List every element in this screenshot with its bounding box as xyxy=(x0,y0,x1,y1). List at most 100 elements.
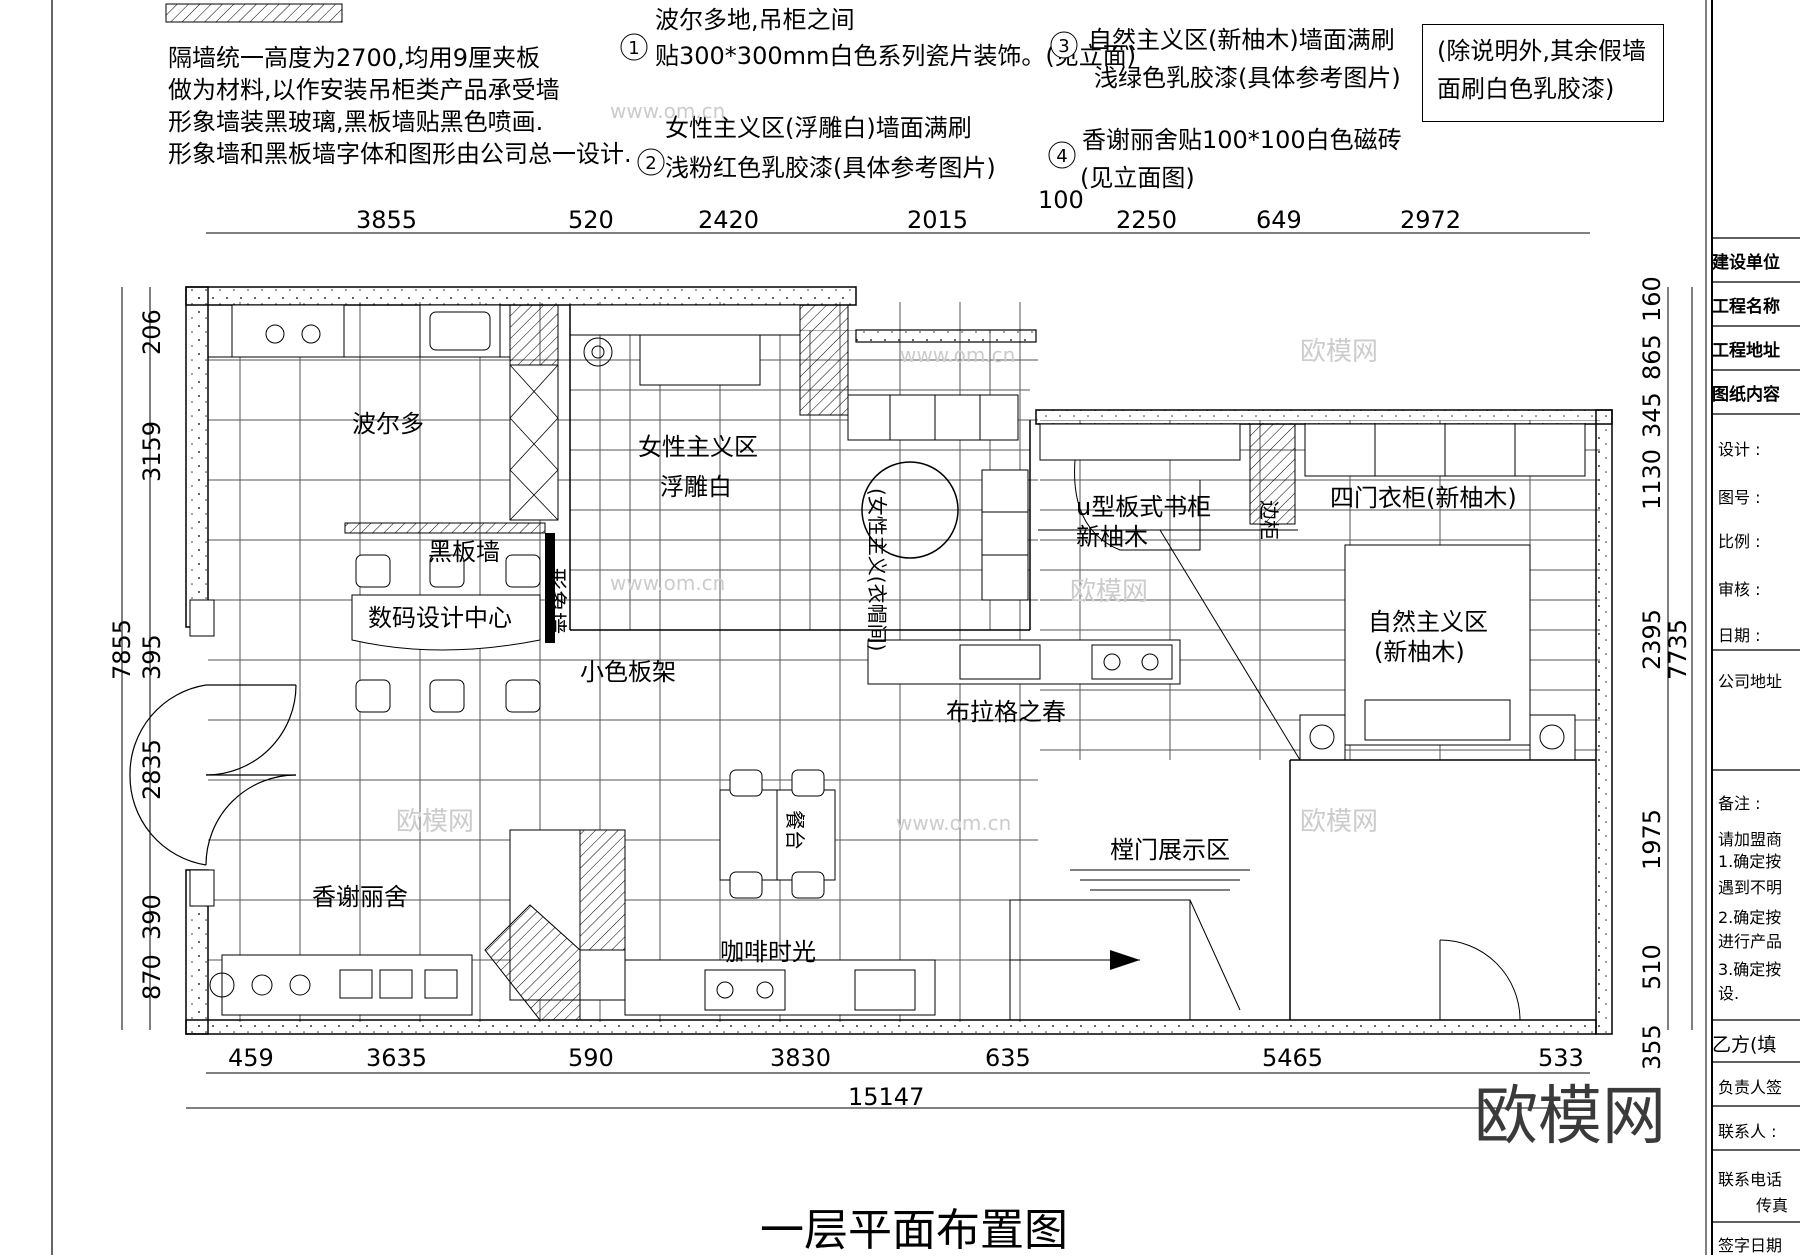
svg-text:3159: 3159 xyxy=(138,421,166,482)
note-3-line2: 浅绿色乳胶漆(具体参考图片) xyxy=(1094,64,1401,92)
svg-text:欧模网: 欧模网 xyxy=(1300,807,1378,837)
label-side-cabinet: 边柜 xyxy=(1257,500,1281,540)
svg-text:5465: 5465 xyxy=(1262,1044,1323,1072)
svg-text:7855: 7855 xyxy=(108,619,136,680)
digital-center-table xyxy=(351,594,541,651)
note-line: 形象墙装黑玻璃,黑板墙贴黑色喷画. xyxy=(168,108,544,136)
west-wall-upper xyxy=(185,286,209,628)
note-marker-4: 4 xyxy=(1048,141,1076,169)
label-digital-center: 数码设计中心 xyxy=(368,604,512,632)
hatched-column xyxy=(509,304,559,366)
image-wall-line xyxy=(545,533,555,643)
svg-text:2835: 2835 xyxy=(138,739,166,800)
svg-text:590: 590 xyxy=(568,1044,614,1072)
svg-text:355: 355 xyxy=(1638,1024,1666,1070)
label-champs: 香谢丽舍 xyxy=(312,883,408,911)
label-natural-sub: (新柚木) xyxy=(1374,638,1465,666)
champs-counter xyxy=(221,954,473,1016)
svg-text:欧模网: 欧模网 xyxy=(1070,577,1148,607)
prague-stove xyxy=(1091,644,1173,680)
south-wall xyxy=(185,1019,1597,1035)
prague-sink xyxy=(959,644,1041,680)
closet-shelf xyxy=(981,469,1029,601)
tb-sign-date: 签字日期 xyxy=(1718,1236,1783,1255)
digital-chairs xyxy=(355,554,541,713)
note-line: 形象墙和黑板墙字体和图形由公司总一设计. xyxy=(168,140,632,168)
svg-text:2250: 2250 xyxy=(1116,206,1177,234)
svg-text:533: 533 xyxy=(1538,1044,1584,1072)
svg-text:2420: 2420 xyxy=(698,206,759,234)
note-4-line1: 香谢丽舍贴100*100白色磁砖 xyxy=(1082,126,1402,154)
tb-design: 设计 : xyxy=(1718,440,1761,459)
tb-project-name: 工程名称 xyxy=(1712,297,1780,317)
watermark-urls: www.om.cn www.om.cn www.om.cn www.om.cn xyxy=(610,99,1015,835)
svg-text:www.om.cn: www.om.cn xyxy=(610,571,725,595)
label-coffee: 咖啡时光 xyxy=(720,938,816,966)
note-line: 做为材料,以作安装吊柜类产品承受墙 xyxy=(168,76,560,104)
cabinet-row xyxy=(847,394,1019,441)
svg-text:欧模网: 欧模网 xyxy=(396,807,474,837)
dim-total: 15147 xyxy=(848,1083,924,1111)
tb-party-b: 乙方(填 xyxy=(1712,1034,1777,1056)
label-image-wall: 形象墙 xyxy=(542,568,567,634)
svg-text:欧模网: 欧模网 xyxy=(1300,337,1378,367)
dimension-lines xyxy=(121,232,1693,1109)
note-line: 隔墙统一高度为2700,均用9厘夹板 xyxy=(168,44,540,72)
general-notes: 隔墙统一高度为2700,均用9厘夹板 做为材料,以作安装吊柜类产品承受墙 形象墙… xyxy=(168,42,632,170)
svg-text:206: 206 xyxy=(138,309,166,355)
title-block-grid xyxy=(1712,237,1800,1223)
svg-text:2015: 2015 xyxy=(907,206,968,234)
tb-rem-line: 遇到不明 xyxy=(1718,878,1783,897)
north-wall-right xyxy=(1035,409,1613,425)
svg-text:459: 459 xyxy=(228,1044,274,1072)
svg-text:2395: 2395 xyxy=(1638,609,1666,670)
svg-text:7735: 7735 xyxy=(1664,619,1692,680)
north-wall-step xyxy=(855,329,1037,343)
label-bordeaux: 波尔多 xyxy=(352,410,424,438)
note-3-line1: 自然主义区(新柚木)墙面满刷 xyxy=(1088,26,1395,54)
note-2-line1: 女性主义区(浮雕白)墙面满刷 xyxy=(665,114,972,142)
side-cabinet-hatch xyxy=(1249,423,1296,525)
svg-text:160: 160 xyxy=(1638,276,1666,322)
sink-bordeaux xyxy=(419,304,501,358)
svg-text:3635: 3635 xyxy=(366,1044,427,1072)
svg-text:www.om.cn: www.om.cn xyxy=(610,99,725,123)
tb-rem-line: 2.确定按 xyxy=(1718,908,1782,927)
label-u-shelf-sub: 新柚木 xyxy=(1076,523,1148,551)
svg-text:865: 865 xyxy=(1638,334,1666,380)
svg-text:345: 345 xyxy=(1638,392,1666,438)
entrance-doors xyxy=(129,684,297,866)
svg-text:1: 1 xyxy=(628,38,639,59)
tb-principal: 负责人签 xyxy=(1718,1078,1783,1097)
label-door-display: 樘门展示区 xyxy=(1110,836,1230,864)
tb-date: 日期 : xyxy=(1718,626,1761,645)
label-natural-zone: 自然主义区 xyxy=(1368,608,1488,636)
tb-phone: 联系电话 xyxy=(1718,1170,1783,1189)
note-2-line2: 浅粉红色乳胶漆(具体参考图片) xyxy=(665,154,996,182)
boxed-note-line: 面刷白色乳胶漆) xyxy=(1437,75,1615,103)
tb-rem-line: 1.确定按 xyxy=(1718,852,1782,871)
tb-review: 审核 : xyxy=(1718,580,1761,599)
note-marker-3: 3 xyxy=(1050,31,1078,59)
tb-rem-line: 进行产品 xyxy=(1718,932,1783,951)
boxed-note-line: (除说明外,其余假墙 xyxy=(1437,37,1646,65)
label-female-sub: 浮雕白 xyxy=(660,473,732,501)
note-4-line2: (见立面图) xyxy=(1080,164,1195,192)
svg-text:4: 4 xyxy=(1056,146,1067,167)
tb-fax: 传真 xyxy=(1756,1196,1789,1215)
svg-text:635: 635 xyxy=(985,1044,1031,1072)
label-female-zone: 女性主义区 xyxy=(638,433,758,461)
label-female-closet: (女性主义(衣帽间) xyxy=(865,488,889,651)
svg-text:1975: 1975 xyxy=(1638,809,1666,870)
dining-set xyxy=(719,769,836,899)
tb-rem-line: 设. xyxy=(1718,984,1740,1003)
tb-rem-line: 请加盟商 xyxy=(1718,830,1783,849)
tb-drawing-no: 图号 : xyxy=(1718,488,1761,507)
svg-text:3: 3 xyxy=(1058,36,1069,57)
stair-arrow xyxy=(1110,950,1140,970)
tb-remarks: 备注 : xyxy=(1718,794,1761,813)
room-labels: 波尔多 黑板墙 数码设计中心 小色板架 女性主义区 浮雕白 u型板式书柜 新柚木… xyxy=(312,410,1517,966)
tb-builder: 建设单位 xyxy=(1712,253,1780,273)
svg-text:www.om.cn: www.om.cn xyxy=(900,343,1015,367)
